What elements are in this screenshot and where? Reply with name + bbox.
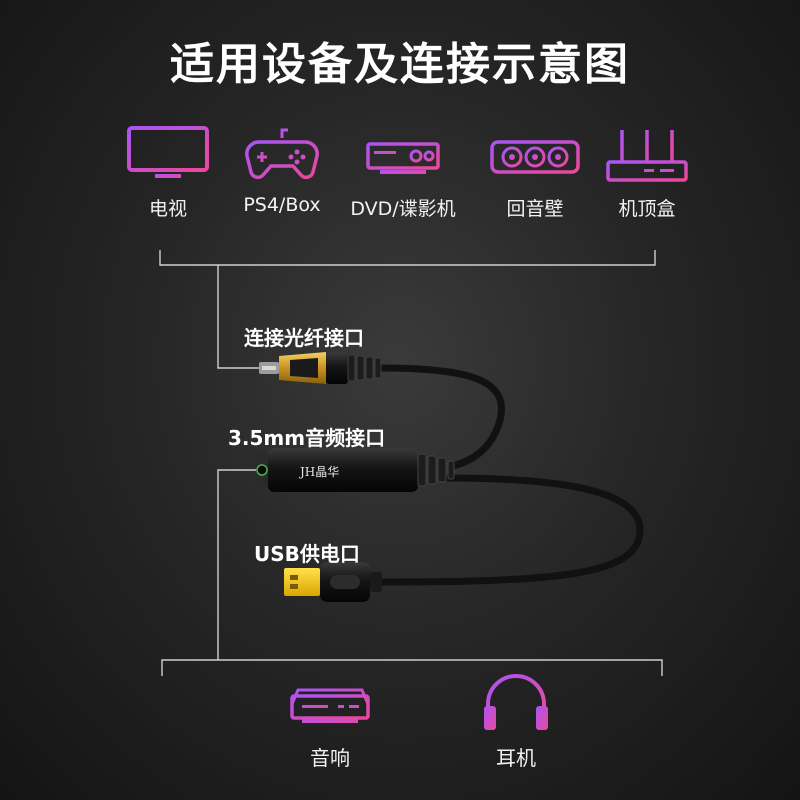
- audio-adapter: JH晶华: [256, 448, 455, 492]
- device-tv: 电视: [98, 124, 238, 221]
- usb-cable: [376, 474, 644, 586]
- bottom-bracket-line: [161, 469, 663, 676]
- device-label: 电视: [148, 198, 187, 220]
- optical-connector: [259, 352, 382, 384]
- tv-icon: [127, 126, 209, 178]
- device-label: 机顶盒: [618, 198, 676, 220]
- device-headphones: 耳机: [456, 742, 576, 771]
- device-game-console: PS4/Box: [212, 124, 352, 216]
- soundbar-icon: [490, 140, 580, 174]
- device-speaker: 音响: [270, 742, 390, 771]
- device-label: 耳机: [496, 746, 536, 770]
- settop-box-icon: [606, 130, 688, 182]
- device-label: PS4/Box: [243, 194, 321, 216]
- device-label: DVD/谍影机: [350, 198, 456, 220]
- optical-cable: [376, 364, 505, 470]
- usb-connector: [284, 562, 382, 602]
- device-settop-box: 机顶盒: [577, 124, 717, 221]
- gamepad-icon: [245, 128, 319, 180]
- audio-port-callout: 3.5mm音频接口: [228, 426, 386, 450]
- top-bracket-line: [159, 250, 656, 369]
- device-soundbar: 回音壁: [465, 124, 605, 221]
- dvd-player-icon: [366, 142, 440, 174]
- headphones-icon: [484, 674, 548, 730]
- speaker-icon: [290, 688, 370, 723]
- usb-port-callout: USB供电口: [254, 542, 360, 566]
- device-label: 回音壁: [506, 198, 564, 220]
- device-label: 音响: [310, 746, 350, 770]
- optical-port-callout: 连接光纤接口: [244, 326, 364, 350]
- brand-mark: JH晶华: [298, 465, 339, 479]
- page-title: 适用设备及连接示意图: [170, 39, 630, 90]
- device-dvd: DVD/谍影机: [333, 124, 473, 221]
